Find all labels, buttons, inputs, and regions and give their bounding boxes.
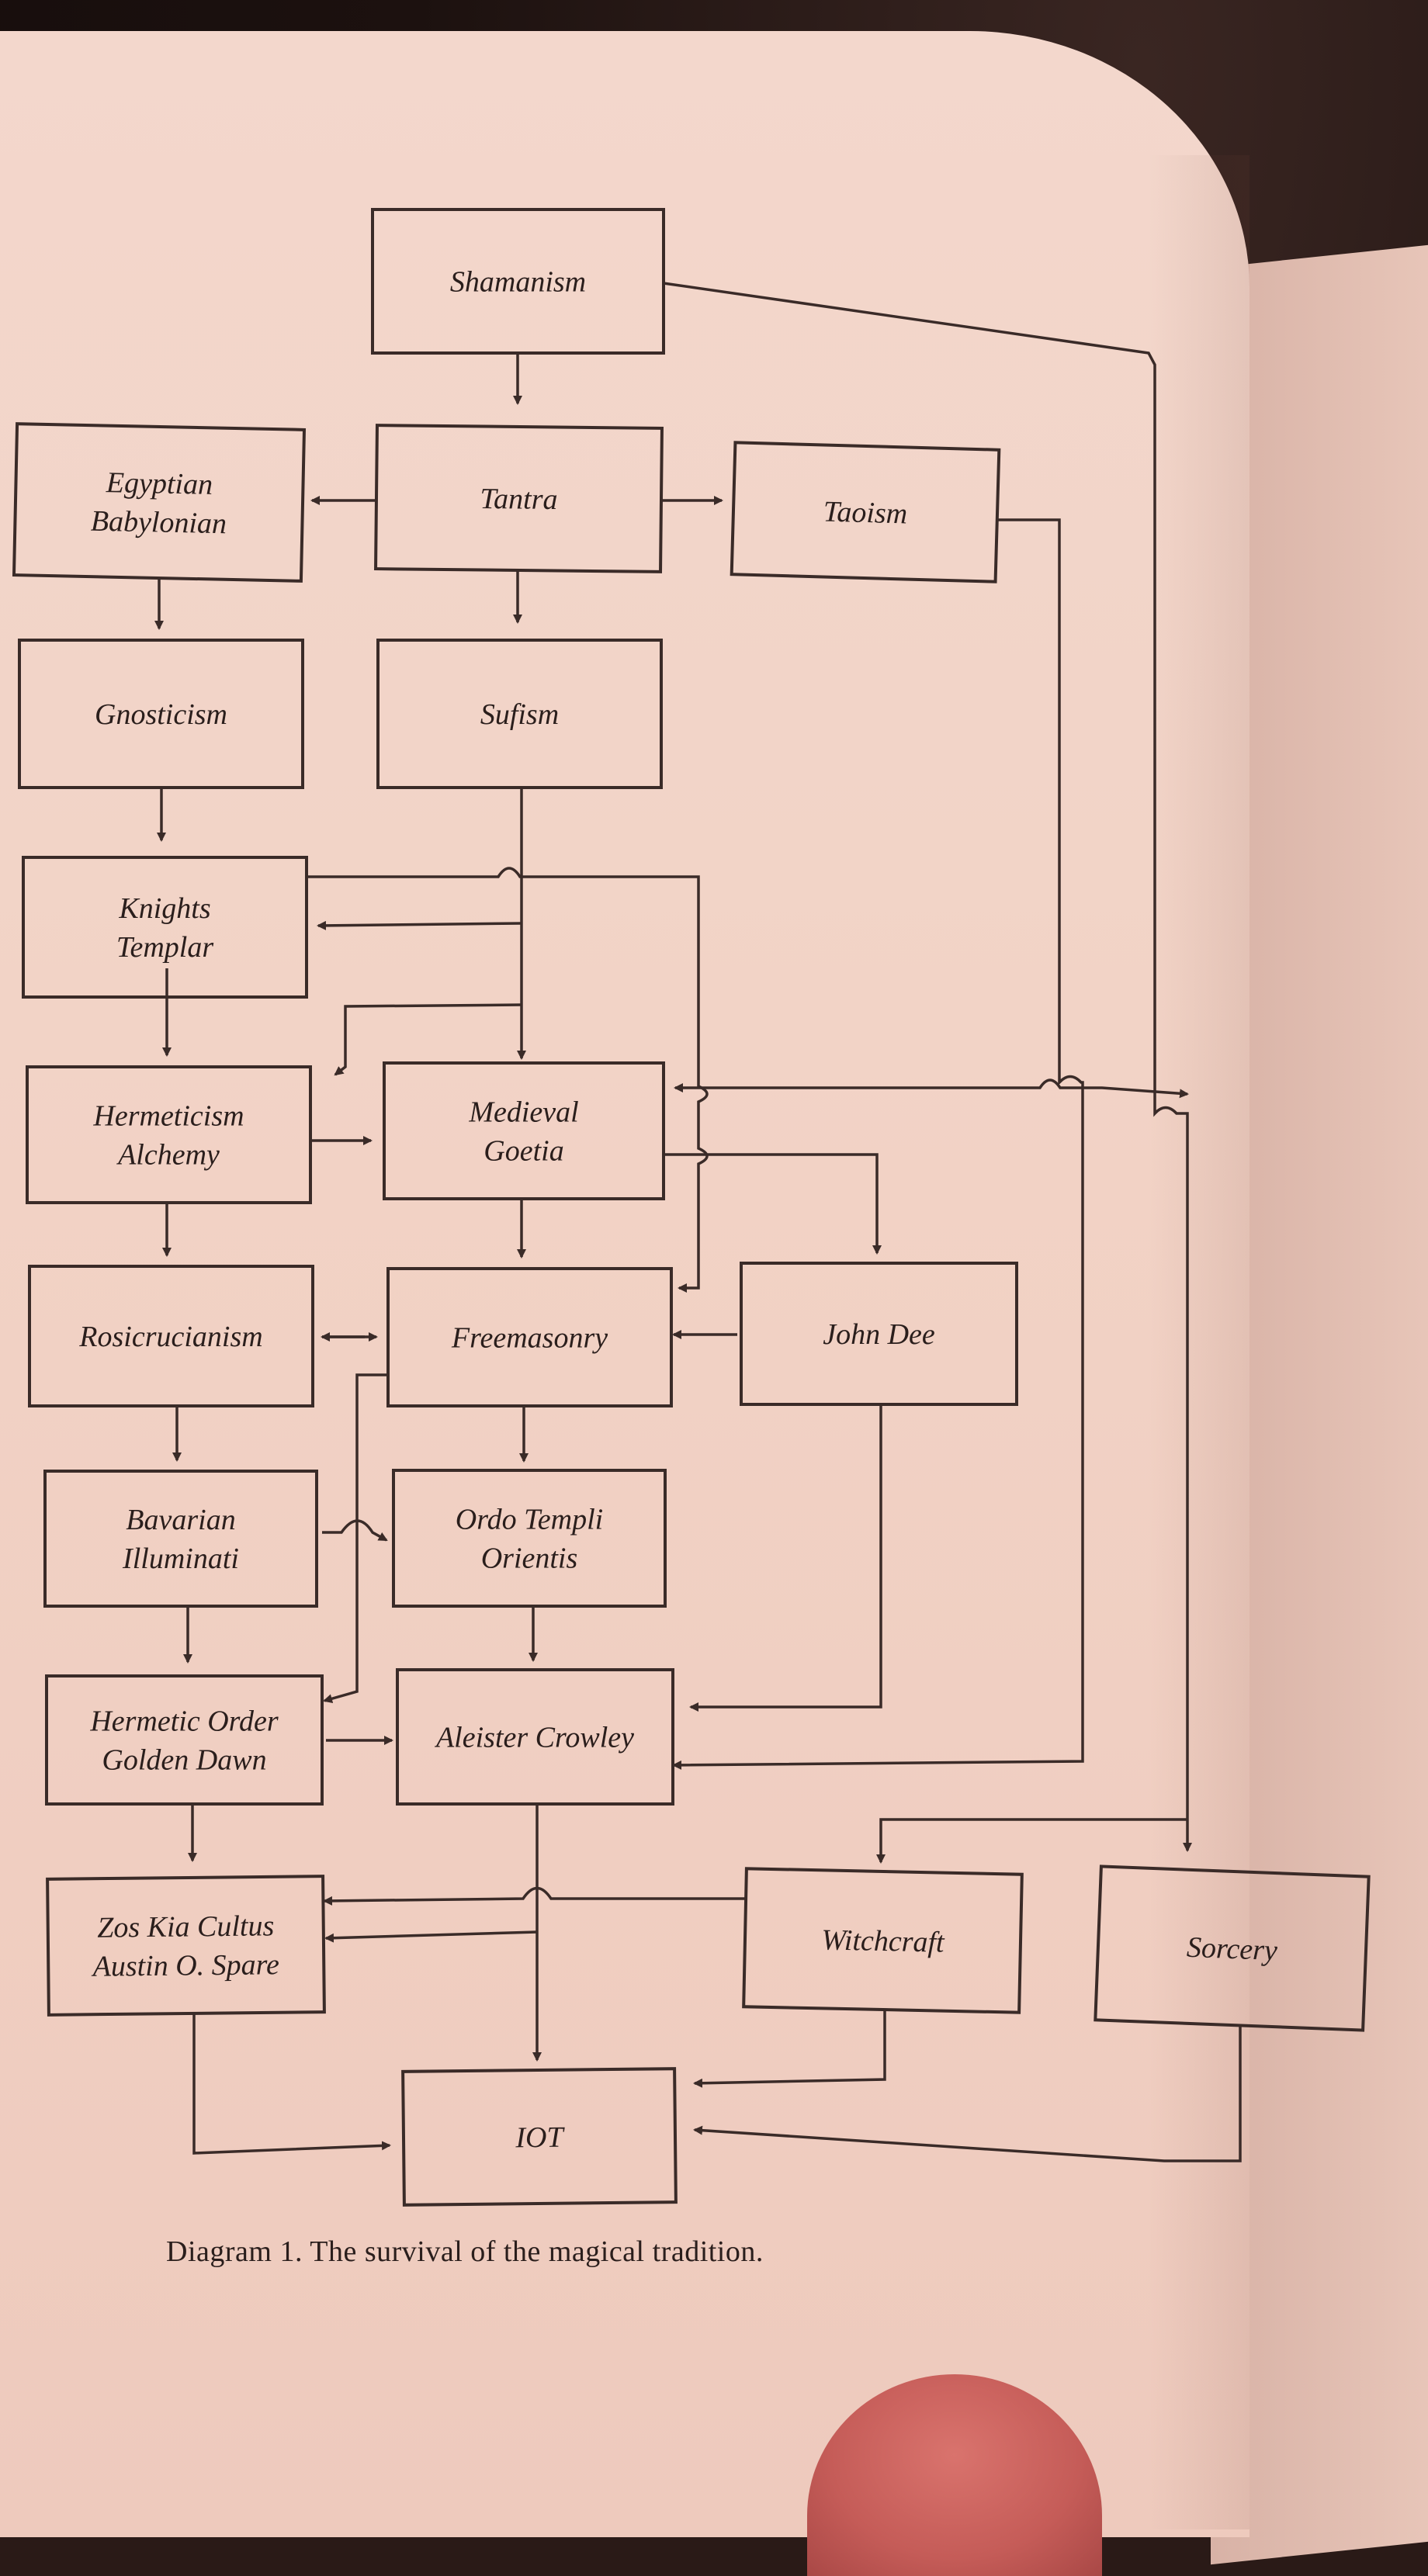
edge-witchcraft-zoskia xyxy=(323,1886,745,1906)
edge-medieval-east xyxy=(700,1079,1189,1099)
node-label: Illuminati xyxy=(122,1542,239,1575)
edge-knights-freemasonry xyxy=(307,867,709,1293)
node-label: Freemasonry xyxy=(451,1322,608,1355)
node-label: Sorcery xyxy=(1186,1931,1277,1967)
connector-lines xyxy=(154,282,1242,2162)
node-rosicrucianism: Rosicrucianism xyxy=(28,1265,314,1407)
node-box xyxy=(396,1668,674,1806)
node-label: Goetia xyxy=(484,1135,563,1168)
node-box xyxy=(383,1061,665,1200)
edge-sufism-knights xyxy=(317,920,522,930)
edge-johndee-crowley xyxy=(689,1404,882,1712)
node-johndee: John Dee xyxy=(740,1262,1018,1406)
node-label: Babylonian xyxy=(90,505,227,541)
edge-sufism-hermeticism xyxy=(334,1003,522,1076)
node-box xyxy=(22,856,308,999)
edge-medieval-johndee xyxy=(664,1153,882,1255)
node-sufism: Sufism xyxy=(376,639,663,789)
node-label: Gnosticism xyxy=(95,698,227,731)
node-box xyxy=(28,1265,314,1407)
node-box xyxy=(374,424,664,573)
node-label: Orientis xyxy=(481,1542,578,1575)
node-label: Aleister Crowley xyxy=(434,1722,634,1754)
node-sorcery: Sorcery xyxy=(1094,1864,1371,2032)
edge-bavarian-oto xyxy=(322,1519,388,1542)
node-box xyxy=(742,1867,1024,2014)
edge-zoskia-iot xyxy=(192,2013,391,2155)
edge-freemasonry-goldendawn xyxy=(323,1373,388,1704)
node-box xyxy=(18,639,304,789)
node-label: Knights xyxy=(118,892,210,925)
node-box xyxy=(43,1470,318,1608)
node-box xyxy=(371,208,665,355)
edge-sorcery-iot xyxy=(693,2025,1242,2162)
node-iot: IOT xyxy=(401,2067,678,2207)
node-box xyxy=(26,1065,312,1204)
edge-tao-sorcery-branch xyxy=(672,518,1084,1770)
node-box xyxy=(376,639,663,789)
node-box xyxy=(1094,1864,1371,2032)
node-label: Sufism xyxy=(480,698,559,731)
node-label: IOT xyxy=(515,2121,566,2155)
node-label: John Dee xyxy=(823,1318,935,1351)
node-crowley: Aleister Crowley xyxy=(396,1668,674,1806)
diagram-caption: Diagram 1. The survival of the magical t… xyxy=(166,2235,764,2268)
node-box xyxy=(46,1875,326,2017)
node-label: Golden Dawn xyxy=(102,1744,266,1777)
node-witchcraft: Witchcraft xyxy=(742,1867,1024,2014)
node-label: Austin O. Spare xyxy=(90,1948,279,1983)
node-shamanism: Shamanism xyxy=(371,208,665,355)
node-label: Egyptian xyxy=(105,466,213,501)
node-box xyxy=(45,1674,324,1806)
node-label: Zos Kia Cultus xyxy=(97,1909,275,1944)
node-box xyxy=(730,441,1001,583)
edge-witchcraft-iot xyxy=(693,2010,886,2088)
node-box xyxy=(401,2067,678,2207)
node-label: Rosicrucianism xyxy=(78,1321,262,1353)
node-label: Ordo Templi xyxy=(456,1504,603,1536)
node-gnosticism: Gnosticism xyxy=(18,639,304,789)
node-label: Bavarian xyxy=(126,1504,235,1536)
node-box xyxy=(12,422,307,583)
node-label: Taoism xyxy=(823,495,908,530)
node-box xyxy=(386,1267,673,1407)
node-label: Witchcraft xyxy=(821,1923,946,1958)
node-label: Hermetic Order xyxy=(89,1705,279,1738)
node-label: Templar xyxy=(116,931,214,964)
node-box xyxy=(392,1469,667,1608)
node-taoism: Taoism xyxy=(730,441,1001,583)
node-tantra: Tantra xyxy=(374,424,664,573)
node-label: Shamanism xyxy=(450,266,586,299)
node-label: Hermeticism xyxy=(92,1100,244,1133)
node-label: Alchemy xyxy=(116,1139,220,1172)
edge-sorcery-witchcraft xyxy=(876,1818,1187,1864)
edge-crowley-zoskia xyxy=(324,1930,538,1943)
node-label: Tantra xyxy=(480,483,557,516)
node-box xyxy=(740,1262,1018,1406)
edge-shamanism-sorcery xyxy=(663,282,1192,1852)
book-page xyxy=(0,31,1250,2537)
node-freemasonry: Freemasonry xyxy=(386,1267,673,1407)
node-label: Medieval xyxy=(468,1096,578,1129)
